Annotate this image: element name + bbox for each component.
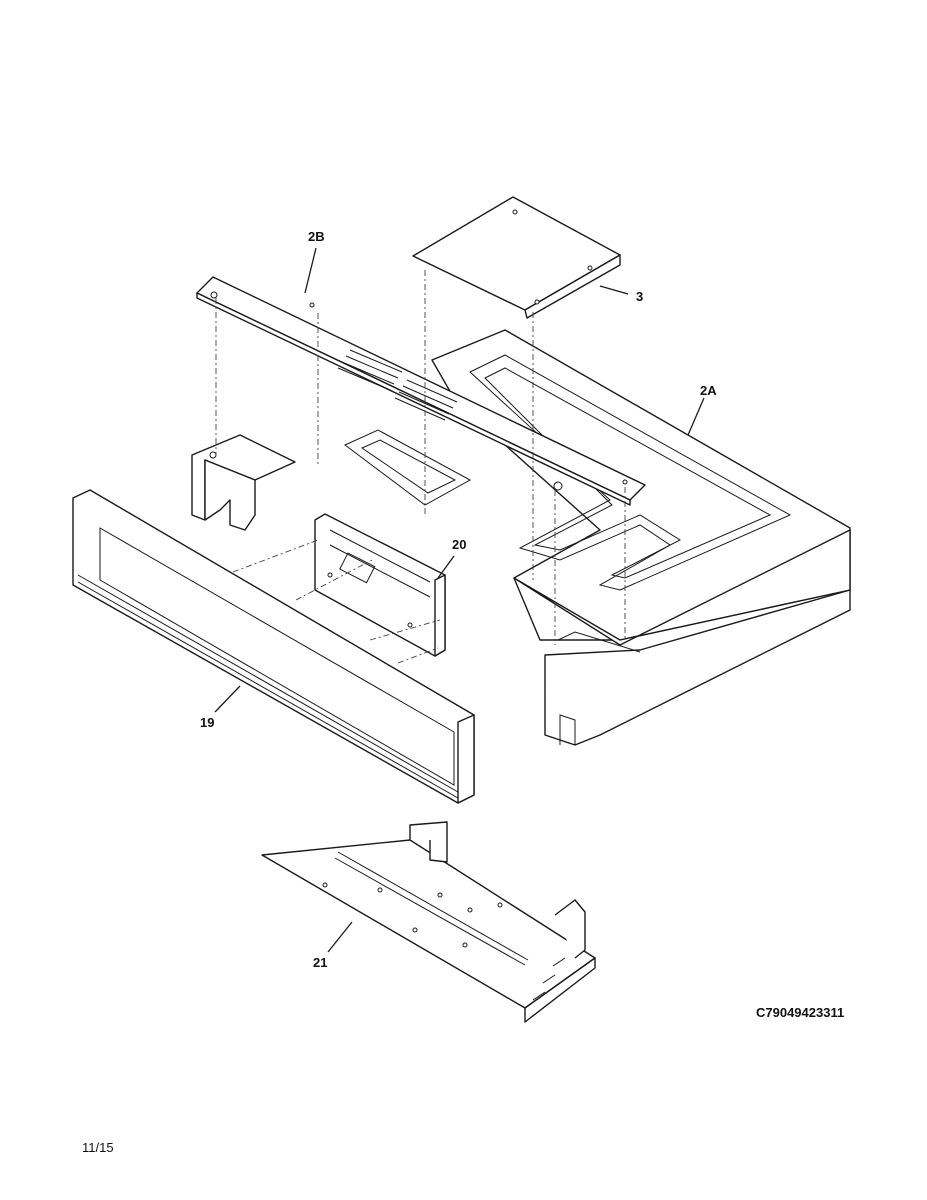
callout-leaders xyxy=(214,247,705,953)
callout-19-label: 19 xyxy=(200,715,214,730)
callout-3-label: 3 xyxy=(636,289,643,304)
callout-21-label: 21 xyxy=(313,955,327,970)
part-2b-cover-plate xyxy=(196,276,646,506)
diagram-code: C79049423311 xyxy=(756,1005,845,1020)
assembly-alignment-lines xyxy=(215,270,626,664)
callout-2a-label: 2A xyxy=(700,383,717,398)
callout-2b-label: 2B xyxy=(308,229,325,244)
page-date: 11/15 xyxy=(82,1140,114,1155)
part-21-lower-bracket xyxy=(261,821,596,1023)
part-20-control-board xyxy=(314,513,446,657)
callout-20-label: 20 xyxy=(452,537,466,552)
part-3-shield-plate xyxy=(412,196,621,319)
part-19-control-panel xyxy=(72,489,475,804)
left-mounting-bracket xyxy=(191,434,296,531)
